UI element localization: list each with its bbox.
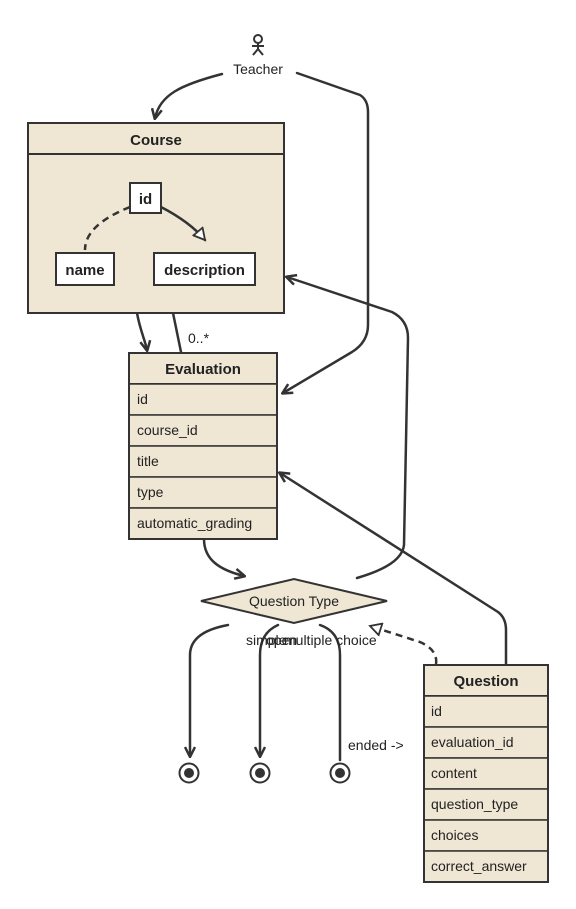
decision-label: Question Type xyxy=(249,593,339,609)
branch-label-open: open xyxy=(266,632,297,648)
question-field-choices: choices xyxy=(431,827,478,843)
branch-multiple-choice-line xyxy=(318,623,342,762)
question-field-content: content xyxy=(431,765,477,781)
course-attr-description-label: description xyxy=(164,262,245,279)
question-entity: Question id evaluation_id content questi… xyxy=(423,664,549,883)
course-attr-description: description xyxy=(153,252,256,286)
id-to-name-dashed-line xyxy=(83,205,131,251)
evaluation-to-decision-arrow xyxy=(202,537,244,576)
end-node-icon xyxy=(249,762,271,784)
teacher-actor-icon xyxy=(252,34,264,56)
course-attr-name: name xyxy=(55,252,115,286)
course-attr-name-label: name xyxy=(65,262,104,279)
question-field-question-type: question_type xyxy=(431,796,518,812)
table-row xyxy=(128,414,278,447)
evaluation-title: Evaluation xyxy=(165,361,241,378)
evaluation-field-course-id: course_id xyxy=(137,422,198,438)
branch-open-arrow xyxy=(260,623,280,756)
teacher-to-course-arrow xyxy=(155,72,224,118)
evaluation-field-automatic-grading: automatic_grading xyxy=(137,515,252,531)
question-field-id: id xyxy=(431,703,442,719)
teacher-to-evaluation-arrow xyxy=(283,71,370,393)
table-row xyxy=(423,695,549,728)
question-to-evaluation-arrow xyxy=(280,473,508,666)
table-row xyxy=(423,788,549,821)
course-key-label: id xyxy=(139,191,152,208)
evaluation-entity: Evaluation id course_id title type autom… xyxy=(128,352,278,540)
evaluation-field-id: id xyxy=(137,391,148,407)
ended-label: ended -> xyxy=(348,737,404,753)
teacher-label: Teacher xyxy=(233,61,283,77)
course-key-id: id xyxy=(129,182,162,214)
end-node-icon xyxy=(178,762,200,784)
end-node-icon xyxy=(329,762,351,784)
decision-to-course-arrow xyxy=(287,277,410,580)
question-field-correct-answer: correct_answer xyxy=(431,858,527,874)
branch-label-simple: simple xyxy=(246,632,287,648)
course-title: Course xyxy=(130,132,182,149)
course-evaluation-association xyxy=(171,311,183,354)
question-title: Question xyxy=(453,673,518,690)
id-to-description-arrow xyxy=(159,205,207,240)
branch-simple-arrow xyxy=(190,623,230,756)
course-to-evaluation-arrow xyxy=(135,311,147,350)
question-to-decision-dependency xyxy=(370,626,438,665)
question-field-evaluation-id: evaluation_id xyxy=(431,734,514,750)
multiplicity-label: 0..* xyxy=(188,330,210,346)
evaluation-field-type: type xyxy=(137,484,164,500)
question-type-decision: Question Type xyxy=(200,577,388,625)
table-row xyxy=(128,383,278,416)
evaluation-field-title: title xyxy=(137,453,159,469)
branch-label-multiple-choice: multiple choice xyxy=(284,632,377,648)
table-row xyxy=(423,819,549,852)
